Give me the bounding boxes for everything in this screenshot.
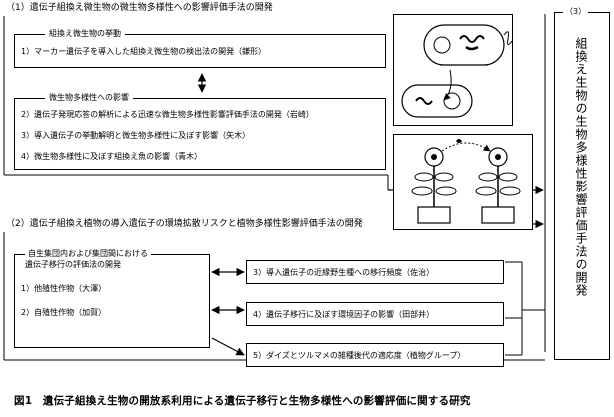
section2-left-box: 自生集団内および集団間における 遺伝子移行の評価法の開発 1）他殖性作物（大澤）…	[14, 250, 210, 348]
section2-item5: 5）ダイズとツルマメの雑種後代の適応度（植物グループ）	[253, 351, 466, 360]
section2-item5-box: 5）ダイズとツルマメの雑種後代の適応度（植物グループ）	[246, 343, 504, 367]
plant-drawing	[411, 139, 521, 224]
section2-left-item1: 1）他殖性作物（大澤）	[21, 284, 107, 293]
arrow-item5	[211, 337, 245, 356]
section2-left-heading-1: 自生集団内および集団間における	[25, 250, 151, 258]
section2-item4: 4）遺伝子移行に及ぼす環境因子の影響（田部井）	[253, 310, 435, 319]
section2-left-item2: 2）自殖性作物（加賀）	[21, 308, 107, 317]
section2-title: （2）遺伝子組換え植物の導入遺伝子の環境拡散リスクと植物多様性影響評価手法の開発	[6, 219, 363, 229]
section3-text: 組換え生物の生物多様性影響評価手法の開発	[574, 37, 588, 297]
group-b-item4: 4）微生物多様性に及ぼす組換え魚の影響（青木）	[21, 152, 203, 161]
group-b-box: 微生物多様性への影響 2）遺伝子発現応答の解析による迅速な微生物多様性影響評価手…	[14, 94, 386, 170]
group-a-heading: 組換え微生物の挙動	[45, 30, 125, 38]
section2-item3-box: 3）導入遺伝子の近縁野生種への移行頻度（佐治）	[246, 260, 504, 284]
section2-item3: 3）導入遺伝子の近縁野生種への移行頻度（佐治）	[253, 268, 435, 277]
group-a-box: 組換え微生物の挙動 1）マーカー遺伝子を導入した組換え微生物の検出法の開発（鎌形…	[14, 30, 386, 68]
section1-title: （1）遺伝子組換え微生物の微生物多様性への影響評価手法の開発	[6, 3, 273, 13]
group-b-heading: 微生物多様性への影響	[45, 94, 133, 102]
section2-left-heading-2: 遺伝子移行の評価法の開発	[25, 260, 121, 269]
section3-label: （3）	[563, 7, 589, 16]
plant-illustration	[393, 134, 533, 230]
microbe-illustration	[393, 14, 513, 126]
section3-box: （3） 組換え生物の生物多様性影響評価手法の開発	[554, 8, 610, 360]
figure-caption: 図1 遺伝子組換え生物の開放系利用による遺伝子移行と生物多様性への影響評価に関す…	[14, 395, 471, 407]
section2-item4-box: 4）遺伝子移行に及ぼす環境因子の影響（田部井）	[246, 302, 504, 326]
group-b-item2: 2）遺伝子発現応答の解析による迅速な微生物多様性影響評価手法の開発（岩崎）	[21, 110, 314, 119]
microbe-drawing	[401, 24, 513, 118]
group-b-item3: 3）導入遺伝子の挙動解明と微生物多様性に及ぼす影響（矢木）	[21, 131, 251, 140]
group-a-item1: 1）マーカー遺伝子を導入した組換え微生物の検出法の開発（鎌形）	[21, 47, 267, 56]
